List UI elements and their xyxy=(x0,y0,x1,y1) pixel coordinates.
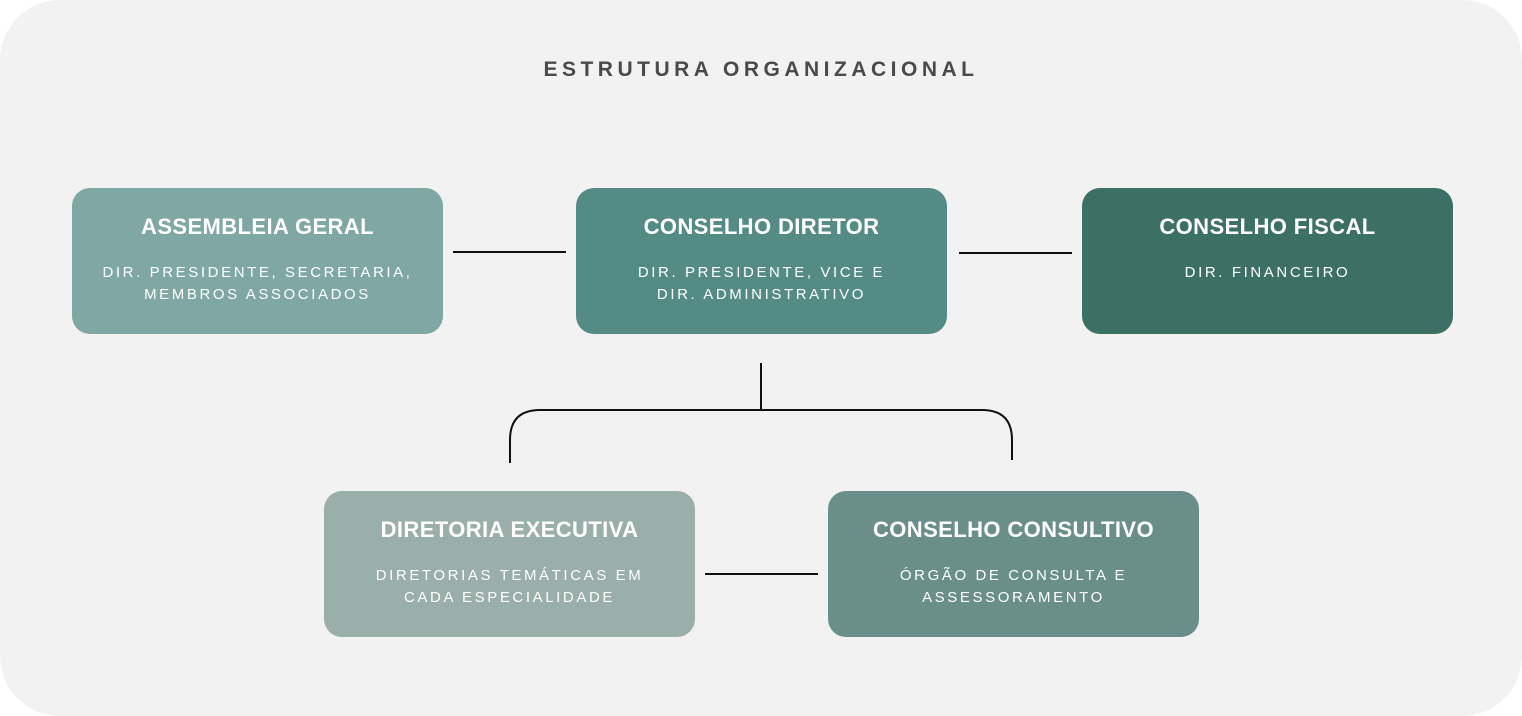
diagram-title: ESTRUTURA ORGANIZACIONAL xyxy=(543,58,979,81)
node-title: CONSELHO CONSULTIVO xyxy=(873,517,1154,542)
node-conselho-fiscal: CONSELHO FISCAL DIR. FINANCEIRO xyxy=(1082,188,1453,334)
node-subtitle: DIRETORIAS TEMÁTICAS EM CADA ESPECIALIDA… xyxy=(375,567,644,606)
node-subtitle: DIR. PRESIDENTE, VICE E DIR. ADMINISTRAT… xyxy=(637,264,886,303)
node-conselho-diretor: CONSELHO DIRETOR DIR. PRESIDENTE, VICE E… xyxy=(576,188,947,334)
node-subtitle: DIR. PRESIDENTE, SECRETARIA, MEMBROS ASS… xyxy=(102,264,413,303)
node-title: CONSELHO DIRETOR xyxy=(643,214,880,239)
node-diretoria-executiva: DIRETORIA EXECUTIVA DIRETORIAS TEMÁTICAS… xyxy=(324,491,695,637)
node-subtitle: ÓRGÃO DE CONSULTA E ASSESSORAMENTO xyxy=(899,567,1128,606)
node-assembleia-geral: ASSEMBLEIA GERAL DIR. PRESIDENTE, SECRET… xyxy=(72,188,443,334)
connector-bracket xyxy=(509,409,1013,463)
node-title: DIRETORIA EXECUTIVA xyxy=(380,517,639,542)
node-title: CONSELHO FISCAL xyxy=(1159,214,1376,239)
node-title: ASSEMBLEIA GERAL xyxy=(141,214,374,239)
node-subtitle: DIR. FINANCEIRO xyxy=(1184,264,1351,281)
node-conselho-consultivo: CONSELHO CONSULTIVO ÓRGÃO DE CONSULTA E … xyxy=(828,491,1199,637)
